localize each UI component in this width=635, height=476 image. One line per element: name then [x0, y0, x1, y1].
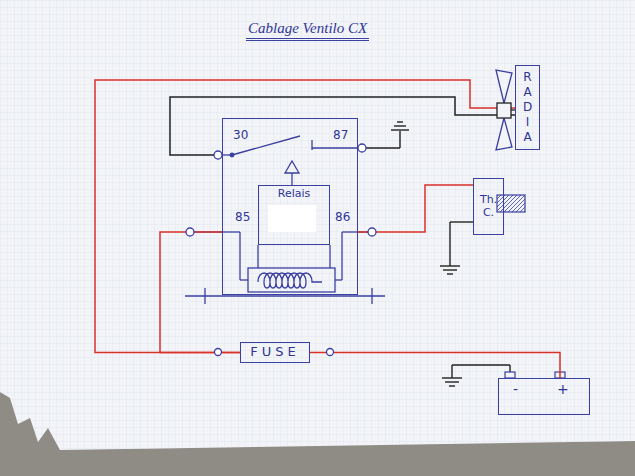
fan-symbol	[496, 70, 515, 150]
fan-symbol-part	[496, 70, 512, 103]
radiator-box: R A D I A	[515, 65, 540, 150]
fuse-label: FUSE	[250, 345, 299, 360]
ground-wires-part	[449, 385, 455, 386]
relay-core-box: Relais	[258, 185, 330, 245]
relay-internals-part	[329, 245, 330, 268]
battery-box: -+	[498, 378, 590, 415]
relay-internals-part	[239, 232, 240, 280]
thermo-contact-box: Th. C.	[473, 178, 504, 235]
terminal-circles-part	[186, 228, 194, 236]
terminal-number: 87	[333, 129, 348, 143]
ground-wires-part	[366, 147, 400, 148]
relay-internals-part	[185, 295, 385, 296]
relay-internals-part	[248, 268, 335, 292]
ground-wires-part	[450, 221, 473, 222]
polarity-sign: -	[513, 381, 518, 397]
relay-internals-part	[240, 279, 248, 280]
terminal-circles	[186, 144, 376, 356]
relay-housing: 30 87 85 86 Relais	[222, 118, 358, 295]
ground-wires-part	[449, 222, 450, 266]
polarity-sign: +	[557, 381, 569, 397]
ground-wires-part	[442, 377, 462, 378]
terminal-circles-part	[358, 144, 366, 152]
wire	[310, 353, 560, 379]
ground-wires-part	[399, 131, 400, 148]
relay-label: Relais	[278, 188, 311, 201]
relay-internals-part	[204, 288, 205, 304]
terminal-number: 30	[233, 129, 248, 143]
ground-wires-part	[443, 269, 457, 270]
wire	[358, 185, 473, 232]
diagram-title: Cablage Ventilo CX	[246, 20, 369, 41]
relay-internals-part	[285, 161, 299, 173]
ground-wires-part	[391, 129, 409, 130]
paper-sheet	[0, 0, 635, 450]
relay-internals	[185, 136, 385, 304]
relay-internals-part	[342, 231, 358, 232]
paper-grid	[0, 0, 635, 450]
ground-wires-part	[509, 365, 510, 372]
terminal-number: 86	[335, 211, 350, 225]
relay-internals-part	[312, 147, 358, 148]
redaction-patch	[268, 205, 316, 232]
wire	[160, 232, 240, 353]
terminal-circles-part	[214, 151, 222, 159]
ground-wires-part	[397, 121, 403, 122]
fan-symbol-part	[497, 103, 511, 118]
relay-internals-part	[341, 232, 342, 280]
ground-wires-part	[452, 364, 510, 365]
terminal-circles-part	[368, 228, 376, 236]
terminal-circles-part	[327, 349, 334, 356]
fan-symbol-part	[496, 118, 512, 150]
ground-wires	[366, 122, 510, 386]
terminal-circles-part	[215, 349, 222, 356]
relay-internals-part	[291, 173, 292, 185]
sensor-probe	[497, 195, 525, 212]
ground-wires-part	[440, 265, 460, 266]
relay-internals-part	[335, 279, 342, 280]
terminal-number: 85	[235, 211, 250, 225]
ground-wires-part	[445, 381, 459, 382]
relay-internals-part	[371, 288, 372, 304]
ground-wires-part	[447, 273, 453, 274]
relay-internals-part	[222, 231, 240, 232]
ground-wires-part	[451, 365, 452, 378]
relay-internals-part	[257, 245, 258, 268]
wire	[95, 80, 515, 353]
fuse-box: FUSE	[240, 342, 310, 363]
ground-wires-part	[394, 125, 406, 126]
thermo-contact-label: Th. C.	[474, 194, 503, 219]
relay-internals-part	[258, 273, 322, 288]
radiator-label: R A D I A	[522, 70, 534, 145]
relay-internals-part	[311, 140, 312, 150]
